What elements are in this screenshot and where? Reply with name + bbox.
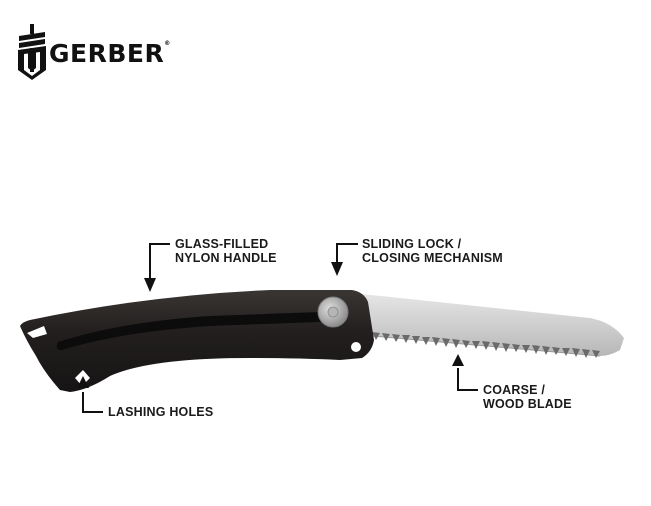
lashing-hole-front: [27, 326, 47, 338]
handle-leader-line: [149, 243, 170, 282]
callout-handle: GLASS-FILLED NYLON HANDLE: [175, 237, 277, 265]
saw-teeth: [372, 332, 600, 358]
arrow-up-icon: [452, 354, 464, 366]
lock-leader-line: [336, 243, 358, 266]
brand-logo: GERBER®: [17, 24, 171, 82]
saw-blade: [352, 293, 624, 358]
saw-handle: [20, 290, 374, 392]
arrow-down-icon: [331, 262, 343, 276]
arrow-down-icon: [144, 278, 156, 292]
callout-lock: SLIDING LOCK / CLOSING MECHANISM: [362, 237, 503, 265]
brand-name: GERBER®: [49, 38, 171, 68]
arrow-up-icon: [77, 376, 89, 388]
gerber-sword-shield-icon: [18, 24, 46, 80]
lashing-leader-line: [82, 392, 103, 413]
callout-lashing: LASHING HOLES: [108, 405, 214, 419]
blade-leader-line: [457, 368, 478, 391]
handle-slot: [56, 312, 327, 350]
callout-blade: COARSE / WOOD BLADE: [483, 383, 572, 411]
lanyard-hole: [351, 342, 361, 352]
